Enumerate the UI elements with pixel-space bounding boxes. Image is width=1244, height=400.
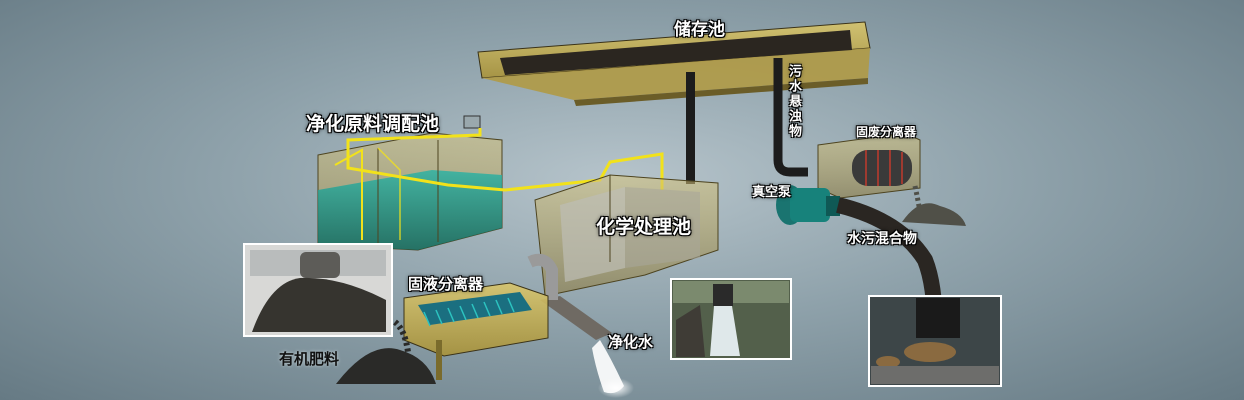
photo-inset-water-outlet [670,278,792,360]
label-purified-water: 净化水 [608,333,654,351]
storage-tank [477,21,871,106]
raw-material-tank [317,115,503,251]
pipe-down-chem [686,72,695,184]
purified-water-splash [592,340,634,398]
fertilizer-pile [336,319,436,384]
photo-inset-fertilizer [243,243,393,337]
label-storage-tank: 储存池 [674,20,725,40]
solid-waste-separator-device [817,132,966,226]
label-vacuum-pump: 真空泵 [752,185,792,200]
label-solid-liquid-separator: 固液分离器 [408,275,484,293]
elbow-pipe [527,253,558,300]
label-solid-waste-separator: 固废分离器 [856,125,917,139]
label-water-sewage-mixture: 水污混合物 [847,231,917,247]
outlet-pipe [540,296,612,340]
control-wire [346,128,664,192]
label-raw-material-tank: 净化原料调配池 [306,113,440,135]
label-sewage-suspended: 污水悬浊物 [786,64,801,139]
chemical-treatment-tank [534,174,719,297]
label-chemical-treatment-tank: 化学处理池 [596,216,692,238]
vacuum-pump-device [776,185,840,225]
pipe-sewage [773,58,808,177]
label-organic-fertilizer: 有机肥料 [279,350,340,368]
photo-inset-mixture [868,295,1002,387]
solid-liquid-separator-device [403,282,549,380]
